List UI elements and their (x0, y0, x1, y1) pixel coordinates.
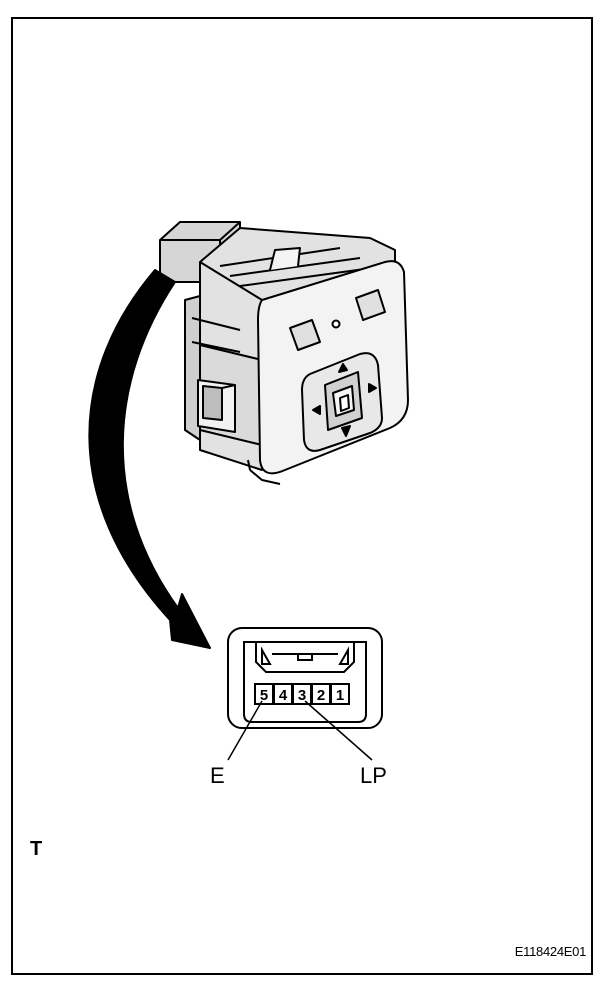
figure-id: E118424E01 (514, 944, 587, 959)
leader-line-lp (304, 700, 373, 761)
pin-cell (330, 683, 350, 705)
callout-label-lp: LP (360, 763, 387, 788)
callout-label-e: E (210, 763, 225, 788)
mirror-switch-assembly-icon (159, 221, 409, 485)
connector-pin-numbers: 5 4 3 2 1 (260, 687, 344, 704)
pin-number: 3 (298, 687, 306, 704)
pin-number: 5 (260, 687, 268, 704)
connector-face-icon (227, 627, 383, 729)
leader-line-e (227, 700, 263, 761)
pin-number: 1 (336, 687, 344, 704)
diagram-frame (11, 17, 593, 975)
pin-cell-row (254, 683, 350, 705)
pin-number: 2 (317, 687, 325, 704)
pin-number: 4 (279, 687, 288, 704)
corner-label: T (30, 838, 43, 860)
curved-arrow-icon (88, 269, 211, 649)
